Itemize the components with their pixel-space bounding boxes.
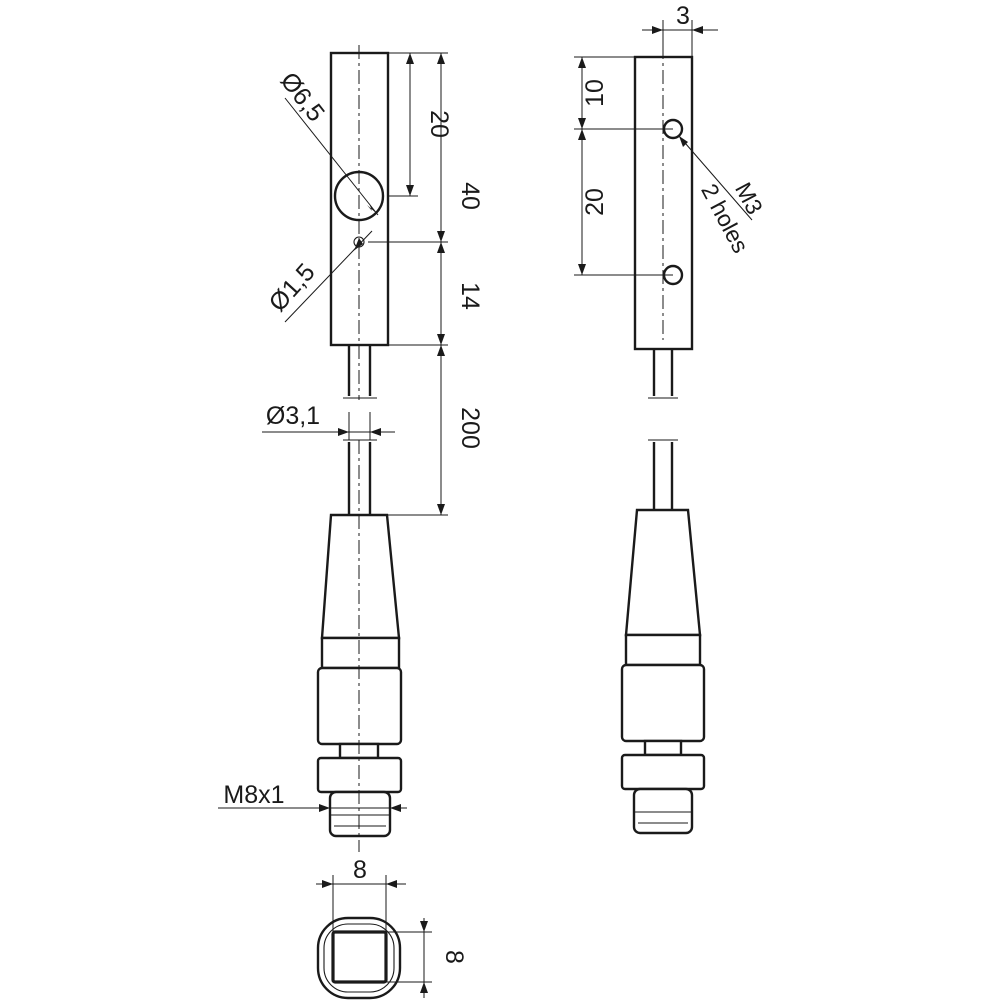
m8-connector-side [620, 508, 706, 835]
end-view-dimensions: 8 8 [316, 856, 468, 998]
connector-thread [328, 790, 392, 838]
dim-thread-label: M8x1 [223, 781, 284, 809]
dim-top-to-hole-label: 10 [581, 79, 609, 107]
dim-side-width-label: 3 [676, 2, 690, 30]
dim-body-lower-label: 14 [456, 282, 484, 310]
dim-large-hole-label: Ø6,5 [275, 67, 330, 127]
connector-end-ring [323, 923, 395, 993]
dim-hole-offset-label: 20 [425, 110, 453, 138]
connector-end-outer [316, 916, 402, 1000]
connector-end-square [331, 930, 388, 984]
dim-connector-width-label: 8 [353, 856, 367, 884]
dim-connector-height-label: 8 [440, 950, 468, 964]
dim-body-upper-label: 40 [456, 182, 484, 210]
dim-cable-dia-label: Ø3,1 [266, 402, 320, 430]
dim-hole-spacing-label: 20 [581, 188, 609, 216]
side-view [620, 45, 706, 835]
connector-grip [316, 666, 403, 746]
connector-end-view [316, 916, 402, 1000]
connector-boot [320, 513, 401, 640]
dim-cable-length-label: 200 [456, 407, 484, 449]
connector-collar [320, 636, 401, 670]
dim-small-hole-label: Ø1,5 [264, 258, 321, 317]
front-view [316, 45, 403, 852]
m8-connector-front [316, 513, 403, 838]
